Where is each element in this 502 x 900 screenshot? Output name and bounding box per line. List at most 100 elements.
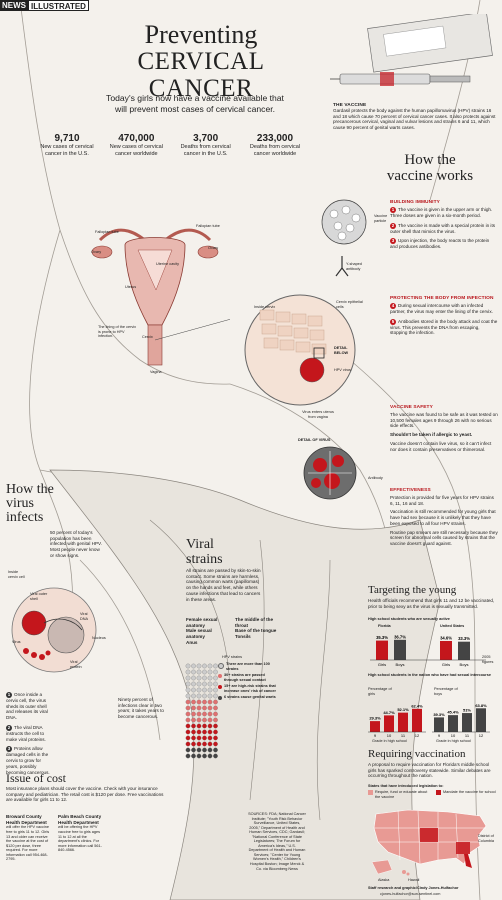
label-ovary-left: Ovary	[91, 250, 102, 254]
chart2-title: High school students in the nation who h…	[368, 673, 491, 677]
label-antibody: Antibody	[368, 476, 383, 480]
bar	[458, 641, 470, 660]
strain-dot	[191, 729, 196, 735]
strains-areas: Female sexual anatomy Male sexual anatom…	[186, 617, 286, 646]
strain-dot	[191, 705, 196, 711]
safety-2: Shouldn't be taken if allergic to yeast.	[390, 432, 473, 438]
anatomy-note: The lining of the cervix is prone to HPV…	[98, 325, 136, 339]
strain-dot	[213, 687, 218, 693]
step-text: Once inside a cervix cell, the virus she…	[6, 692, 48, 721]
area-item: The middle of the throat	[235, 617, 274, 628]
label-inside-cell: Inside cervix cell	[8, 570, 25, 579]
safety-3: Vaccine doesn't contain live virus, so i…	[390, 440, 492, 452]
strains-legend: There are more than 100 strains 30+ stra…	[218, 662, 278, 701]
strain-dot	[185, 675, 191, 681]
requiring-text: A proposal to require vaccination for Fl…	[368, 762, 491, 779]
data-label: 36.7%	[394, 634, 406, 639]
tick-label: 11	[401, 733, 406, 738]
vaccine-syringe-illustration	[330, 14, 493, 86]
stat-label: New cases of cervical cancer worldwide	[109, 144, 163, 157]
strain-dot	[202, 705, 207, 711]
legend-swatch	[218, 674, 222, 679]
title-line1: Preventing	[144, 20, 258, 49]
label-pct-girls: Percentage of girls	[368, 687, 392, 696]
step-number: 2	[390, 222, 396, 229]
effect-1: Protection is provided for five years fo…	[390, 495, 494, 506]
step-text: The vaccine is given in the upper arm or…	[390, 207, 493, 218]
tick-label: Boys	[396, 662, 405, 667]
stat-item: 3,700 Deaths from cervical cancer in the…	[175, 133, 237, 157]
legend-text: Require, fund or educate about the vacci…	[375, 790, 428, 799]
strain-dot	[185, 711, 191, 717]
strain-dot	[213, 741, 218, 747]
areas-left: Female sexual anatomy Male sexual anatom…	[186, 617, 230, 646]
effectiveness-section: EFFECTIVENESS Protection is provided for…	[390, 488, 498, 547]
strain-dot	[207, 705, 213, 711]
tick-label: Girls	[378, 662, 386, 667]
legend-text: There are more than 100 strains	[226, 662, 270, 671]
strain-dot	[207, 723, 213, 729]
requiring-title: Requiring vaccination	[368, 748, 466, 760]
building-heading: BUILDING IMMUNITY	[390, 200, 440, 205]
strain-dot	[191, 717, 196, 723]
label-figures: 2005 figures	[482, 655, 494, 664]
bar	[398, 712, 408, 732]
strain-dot	[191, 747, 196, 753]
step-text: The vaccine is made with a special prote…	[390, 222, 496, 234]
cost-title: Issue of cost	[6, 771, 66, 785]
chart-intercourse-by-grade: 29.3%944.7%1052.1%1162.4%1239.3%945.4%10…	[368, 703, 490, 738]
step-text: Upon injection, the body reacts to the p…	[390, 238, 490, 250]
strain-dot	[213, 729, 218, 735]
strain-dot	[191, 693, 196, 699]
stat-value: 470,000	[118, 133, 155, 144]
palm-block: Palm Beach County Health Department will…	[58, 814, 104, 853]
strain-dot	[213, 705, 218, 711]
strain-dot	[213, 723, 218, 729]
us-map	[371, 809, 487, 876]
label-uterine-cavity: Uterine cavity	[156, 262, 180, 266]
strain-dot	[196, 681, 202, 687]
strain-dot	[202, 729, 207, 735]
infects-ninety: Ninety percent of infections clear in tw…	[118, 697, 164, 720]
step-number: 4	[390, 303, 396, 309]
label-outer-shell: Viral outer shell	[30, 592, 48, 601]
legend-item: There are more than 100 strains	[218, 662, 278, 671]
label-y-antibody: Y-shaped antibody	[346, 262, 362, 271]
strain-dot	[207, 693, 213, 699]
legend-swatch	[218, 696, 222, 701]
strain-dot	[191, 741, 196, 747]
strain-dot	[185, 693, 191, 699]
stat-label: Deaths from cervical cancer worldwide	[249, 144, 301, 157]
strain-dot	[196, 735, 202, 741]
strain-dot	[202, 669, 207, 675]
strain-dot	[213, 717, 218, 723]
how-works-line1: How the	[404, 152, 456, 168]
strain-dot	[207, 741, 213, 747]
infects-intro: 50 percent of today's population has bee…	[50, 530, 102, 558]
safety-section: VACCINE SAFETY The vaccine was found to …	[390, 405, 498, 452]
strain-dot	[191, 711, 196, 717]
title-line2: CERVICAL CANCER	[137, 48, 265, 102]
bar	[476, 708, 486, 732]
stat-item: 233,000 Deaths from cervical cancer worl…	[244, 133, 306, 157]
label-fallopian-right: Fallopian tube	[196, 224, 220, 228]
stat-item: 9,710 New cases of cervical cancer in th…	[36, 133, 98, 157]
tick-label: Girls	[442, 662, 450, 667]
strain-dot	[207, 699, 213, 705]
legend-swatch	[436, 790, 441, 795]
bar	[448, 715, 458, 732]
strain-dot	[202, 675, 207, 681]
cervix-detail-circle	[244, 294, 356, 406]
strain-dot	[202, 699, 207, 705]
data-label: 63.8%	[475, 703, 487, 708]
bar	[376, 640, 388, 660]
data-label: 35.3%	[376, 635, 388, 640]
legend-text: 15+ are high-risk strains that increase …	[224, 684, 276, 693]
bar	[462, 713, 472, 732]
masthead-right: ILLUSTRATED	[28, 0, 89, 11]
strain-dot	[207, 711, 213, 717]
strain-dot	[196, 669, 202, 675]
data-label: 29.3%	[369, 716, 381, 721]
